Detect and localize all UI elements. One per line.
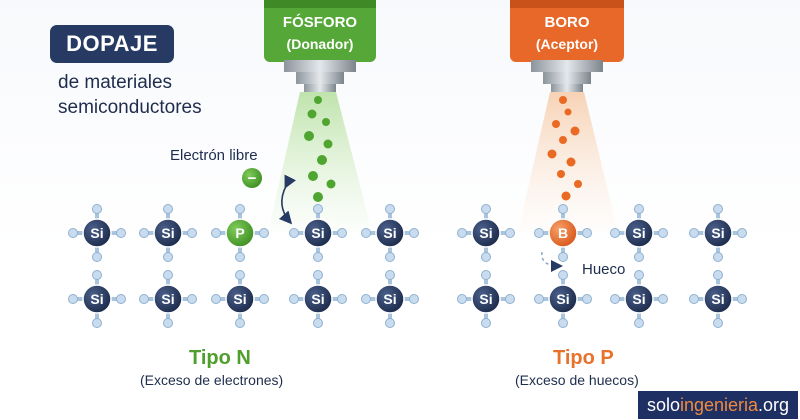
boron-particle [559,136,567,144]
phosphorus-atom: P [211,204,269,262]
silicon-atom: Si [139,204,197,262]
phosphorus-particle [326,179,336,189]
type-p-title: Tipo P [553,347,614,369]
boron-particle [561,191,571,201]
phosphorus-name: FÓSFORO [283,13,357,31]
boron-role: (Aceptor) [536,36,598,52]
subtitle-line-2: semiconductores [58,97,202,118]
silicon-symbol: Si [632,225,645,241]
silicon-atom: Si [68,270,126,328]
silicon-symbol: Si [383,225,396,241]
silicon-atom: Si [139,270,197,328]
silicon-symbol: Si [383,291,396,307]
brand-accent: ingenieria [679,394,759,415]
page-subtitle: de materiales semiconductores [58,70,202,120]
type-n-description: (Exceso de electrones) [140,372,284,388]
silicon-symbol: Si [90,225,103,241]
boron-particle [566,157,576,167]
silicon-atom: Si [361,270,419,328]
silicon-atom: Si [534,270,592,328]
phosphorus-role: (Donador) [287,36,354,52]
silicon-symbol: Si [711,291,724,307]
silicon-atom: Si [457,270,515,328]
silicon-symbol: Si [90,291,103,307]
hole-label: Hueco [582,261,626,278]
phosphorus-dispenser: FÓSFORO (Donador) [264,0,376,92]
type-p-description: (Exceso de huecos) [515,372,639,388]
subtitle-line-1: de materiales [58,72,173,93]
phosphorus-particle [307,109,317,119]
phosphorus-particle [314,96,322,104]
free-electron-label: Electrón libre [170,147,258,164]
hole-arrow [541,251,563,272]
boron-particle [564,108,572,116]
phosphorus-particles [304,96,336,202]
boron-particle [570,126,580,136]
silicon-atom: Si [68,204,126,262]
silicon-atom: Si [361,204,419,262]
silicon-atom: Si [689,270,747,328]
boron-particle [547,149,557,159]
page-title: DOPAJE [50,25,174,63]
silicon-atom: Si [289,204,347,262]
type-n-title: Tipo N [189,347,251,369]
phosphorus-particle [308,171,318,181]
boron-particle [557,170,565,178]
phosphorus-particle [322,118,330,126]
brand-prefix: solo [646,394,680,415]
brand-suffix: .org [758,394,790,415]
boron-particle [552,120,560,128]
silicon-symbol: Si [711,225,724,241]
boron-particle [559,96,567,104]
silicon-symbol: Si [632,291,645,307]
boron-atom: B [534,204,592,262]
silicon-atom: Si [689,204,747,262]
boron-particle [574,180,582,188]
phosphorus-particle [304,131,314,141]
phosphorus-particle [313,192,323,202]
silicon-symbol: Si [161,291,174,307]
phosphorus-particle [323,139,333,149]
silicon-symbol: Si [311,225,324,241]
silicon-atom: Si [211,270,269,328]
boron-dispenser: BORO (Aceptor) [510,0,624,92]
silicon-symbol: Si [479,291,492,307]
silicon-symbol: Si [161,225,174,241]
silicon-symbol: Si [556,291,569,307]
silicon-atom: Si [610,270,668,328]
silicon-atom: Si [457,204,515,262]
free-electron: − [242,168,262,188]
silicon-symbol: Si [233,291,246,307]
boron-name: BORO [545,14,590,31]
silicon-atom: Si [610,204,668,262]
silicon-symbol: Si [311,291,324,307]
electron-arrow [278,174,297,225]
silicon-atom: Si [289,270,347,328]
boron-particles [547,96,582,201]
silicon-symbol: Si [479,225,492,241]
electron-symbol: − [248,170,257,187]
phosphorus-symbol: P [235,225,244,241]
phosphorus-particle [317,155,327,165]
boron-symbol: B [558,225,568,241]
